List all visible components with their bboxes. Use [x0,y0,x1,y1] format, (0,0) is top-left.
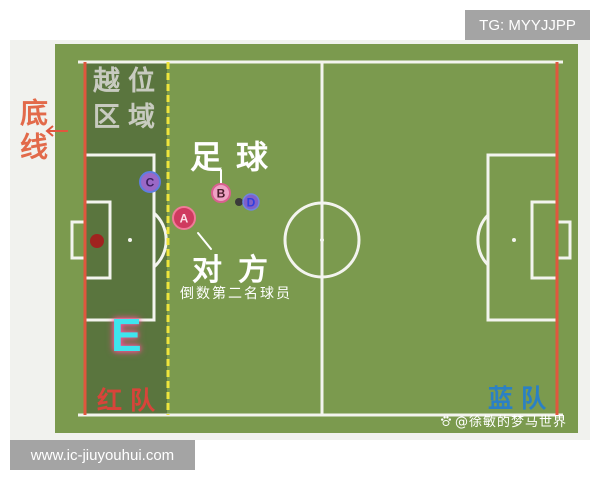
top-tag-watermark: TG: MYYJJPP [465,10,590,40]
player-e-label: E [111,309,142,361]
credit-watermark: @徐敏的梦马世界 [440,411,567,430]
left-penalty-arc [152,211,168,269]
center-spot [320,238,324,242]
player-d: D [242,193,260,211]
player-a: A [172,206,196,230]
player-b: B [211,183,231,203]
opponent-note: 倒数第二名球员 [180,286,292,302]
credit-text: @徐敏的梦马世界 [455,415,568,430]
left-penalty-spot [128,238,132,242]
player-b-marker [211,183,231,203]
player-b-label: B [217,187,226,201]
arrow-left-icon [45,125,68,137]
player-c-marker [139,171,161,193]
goal-line-label: 底线 [16,98,49,166]
player-d-label: D [247,196,256,210]
bottom-url-watermark: www.ic-jiuyouhui.com [10,440,195,470]
ball-label: 足球 [190,138,283,176]
offside-zone-label: 越位区域 [93,66,163,133]
player-d-marker [242,193,260,211]
ball-marker [235,198,243,206]
opponent-label: 对方 [192,253,284,288]
center-circle [283,201,361,279]
player-a-label: A [180,212,189,226]
blue-team-label: 蓝队 [488,384,555,413]
red-team-label: 红队 [97,386,164,415]
player-c-label: C [146,176,155,190]
right-penalty-arc [476,213,490,267]
player-c: C [139,171,161,193]
player-a-marker [172,206,196,230]
opponent-label-pointer [197,232,212,250]
red-goalkeeper-marker [90,234,104,248]
paw-icon [440,415,452,427]
right-penalty-spot [512,238,516,242]
